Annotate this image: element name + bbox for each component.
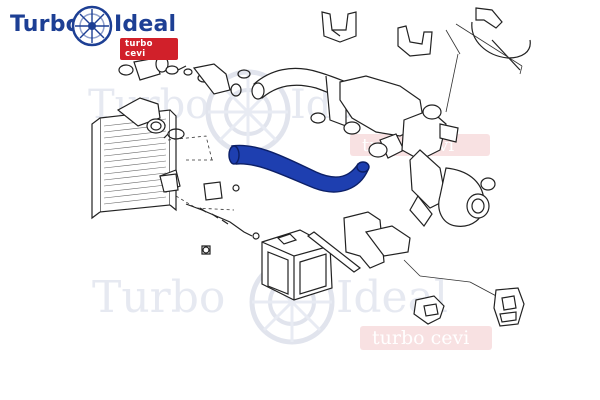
bracket-top-mid xyxy=(397,25,433,57)
leader-lines xyxy=(167,135,235,211)
clip-bottom-mid xyxy=(413,295,445,325)
watermark-bottom: Turbo Ideal turbo cevi xyxy=(92,262,492,350)
throttle-body-assembly xyxy=(339,75,496,227)
logo-word-left: Turbo xyxy=(10,12,81,37)
sensor-bracket xyxy=(159,173,240,201)
logo-word-right: Ideal xyxy=(114,12,177,37)
sensor-wire xyxy=(185,203,260,255)
watermark-bottom-sub: turbo cevi xyxy=(372,327,469,349)
resonator-box xyxy=(261,229,333,301)
watermark-bottom-left: Turbo xyxy=(92,272,225,323)
brand-logo: Turbo Ideal turbo cevi xyxy=(8,4,178,60)
logo-subtitle: turbo cevi xyxy=(120,38,178,60)
bracket-top-left xyxy=(321,11,357,43)
clip-bottom-right xyxy=(493,287,525,327)
hose-clamp-top xyxy=(183,63,251,97)
bracket-top-right xyxy=(471,7,531,71)
mounting-bracket xyxy=(306,211,411,273)
ref-leader-top xyxy=(445,23,523,113)
small-pipe-top xyxy=(118,55,187,81)
intercooler-hose-highlighted xyxy=(228,144,370,193)
turbo-gear-icon xyxy=(71,5,113,47)
